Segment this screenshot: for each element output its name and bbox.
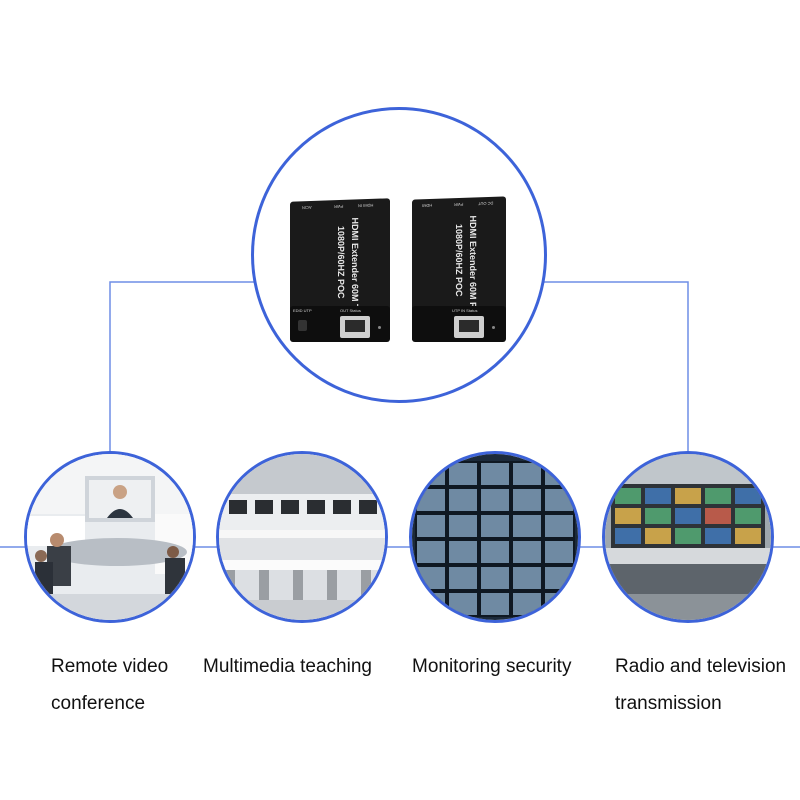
caption-radio-television-transmission: Radio and television transmission bbox=[615, 648, 800, 722]
rx-front-panel: UTP IN Status bbox=[412, 306, 506, 342]
tx-top-right-label: HDMI IN bbox=[358, 202, 374, 209]
caption-multimedia-teaching: Multimedia teaching bbox=[203, 648, 403, 685]
tx-spec-label: 1080P/60HZ POC bbox=[336, 225, 346, 299]
security-monitoring-photo bbox=[409, 451, 581, 623]
multimedia-classroom-photo bbox=[216, 451, 388, 623]
tx-top-left-label: ACIN bbox=[302, 204, 312, 211]
caption-monitoring-security: Monitoring security bbox=[412, 648, 612, 685]
caption-line: Multimedia teaching bbox=[203, 656, 372, 677]
rx-model-label: HDMI Extender 60M RX bbox=[468, 215, 478, 315]
caption-remote-video-conference: Remote video conference bbox=[51, 648, 211, 722]
rx-rj45-port bbox=[454, 316, 484, 338]
tx-status-led bbox=[378, 326, 381, 329]
rx-top-right-label: DC OUT bbox=[478, 200, 494, 207]
tx-top-mid-label: PWR bbox=[334, 203, 344, 210]
broadcast-control-room-photo bbox=[602, 451, 774, 623]
caption-line: transmission bbox=[615, 693, 722, 714]
caption-line: Radio and television bbox=[615, 656, 787, 677]
caption-line: Monitoring security bbox=[412, 656, 572, 677]
product-circle: ACIN PWR HDMI IN HDMI Extender 60M TX 10… bbox=[251, 107, 547, 403]
tx-front-panel: EDID UTP OUT Status bbox=[290, 306, 390, 342]
video-conference-photo bbox=[24, 451, 196, 623]
rx-status-led bbox=[492, 326, 495, 329]
tx-port-right-label: OUT Status bbox=[340, 308, 361, 313]
rx-top-mid-label: PWR bbox=[454, 201, 464, 208]
caption-line: Remote video bbox=[51, 656, 169, 677]
rx-port-label: UTP IN Status bbox=[452, 308, 478, 313]
tx-port-left-label: EDID UTP bbox=[293, 308, 312, 313]
tx-model-label: HDMI Extender 60M TX bbox=[350, 217, 360, 316]
caption-line: conference bbox=[51, 693, 146, 714]
rx-top-left-label: HDMI bbox=[422, 202, 433, 209]
rx-spec-label: 1080P/60HZ POC bbox=[454, 223, 464, 297]
edid-button bbox=[298, 320, 307, 331]
tx-rj45-port bbox=[340, 316, 370, 338]
